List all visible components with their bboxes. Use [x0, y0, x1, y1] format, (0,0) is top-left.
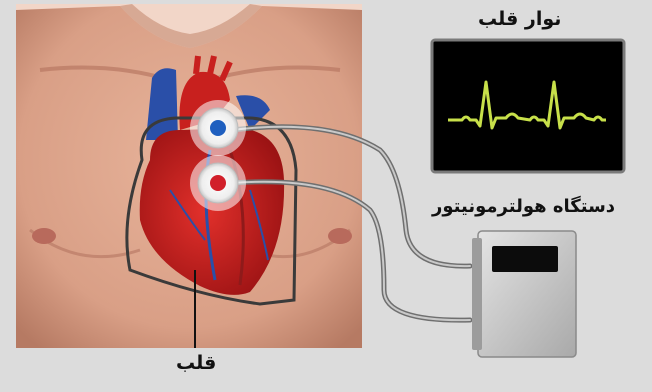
electrode-top — [190, 100, 246, 156]
device-display — [492, 246, 558, 272]
heart-label: قلب — [176, 352, 216, 374]
right-nipple — [328, 228, 352, 244]
left-nipple — [32, 228, 56, 244]
holter-device — [472, 231, 576, 357]
holter-device-label: دستگاه هولترمونیتور — [432, 196, 615, 217]
electrode-bottom — [190, 155, 246, 211]
ecg-screen — [432, 40, 624, 172]
ecg-strip-label: نوار قلب — [478, 8, 561, 30]
